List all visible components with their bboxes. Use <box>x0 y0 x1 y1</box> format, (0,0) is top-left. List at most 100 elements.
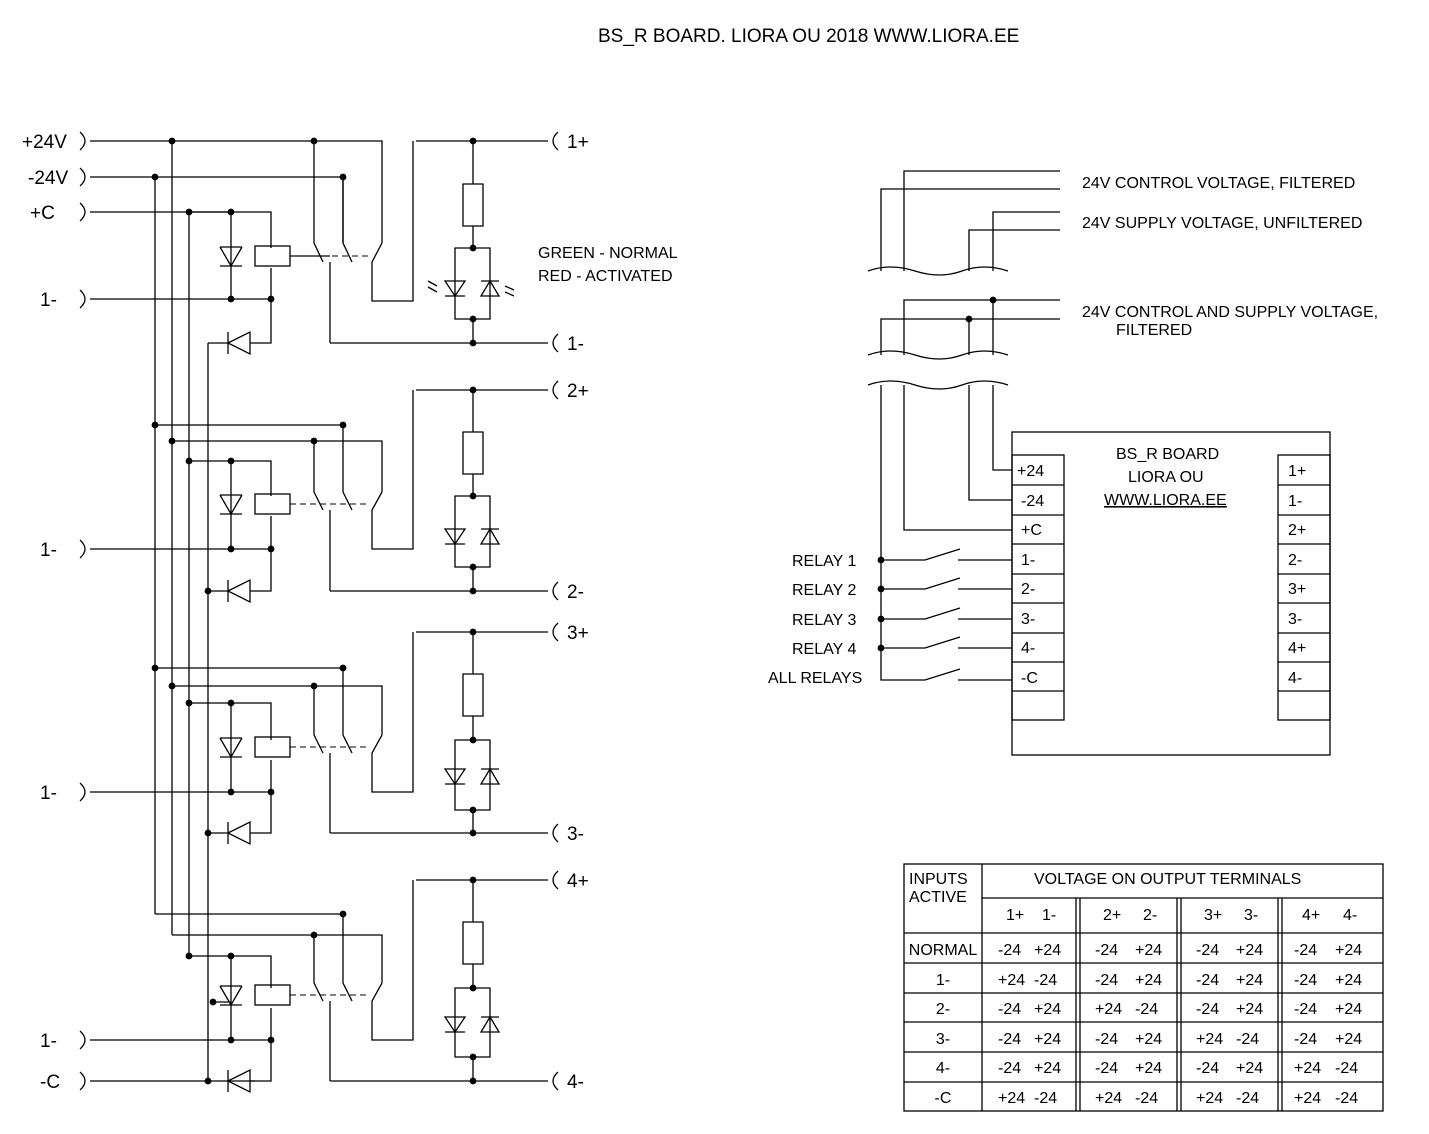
table-cell: +24 <box>1294 1090 1321 1107</box>
output-label-1-minus: 1- <box>567 334 584 355</box>
left-terminal: 2- <box>1021 581 1035 598</box>
table-cell: +24 <box>1196 1090 1223 1107</box>
table-cell: -24 <box>1196 942 1219 959</box>
table-cell: +24 <box>1335 1031 1362 1048</box>
table-cell: +24 <box>1135 972 1162 989</box>
table-cell: -24 <box>1135 1001 1158 1018</box>
right-terminal: 3- <box>1288 611 1302 628</box>
note-combined-1: 24V CONTROL AND SUPPLY VOLTAGE, <box>1082 304 1378 321</box>
table-subheader: 3+ <box>1204 907 1222 924</box>
relay-label: RELAY 3 <box>792 612 856 629</box>
table-subheader: 1- <box>1042 907 1056 924</box>
table-cell: -24 <box>1236 1031 1259 1048</box>
table-row-input: -C <box>935 1090 952 1107</box>
right-terminal: 1- <box>1288 493 1302 510</box>
table-row-input: 4- <box>936 1060 950 1077</box>
table-cell: -24 <box>1294 1001 1317 1018</box>
table-cell: -24 <box>1196 1001 1219 1018</box>
output-label-2-plus: 2+ <box>567 381 589 402</box>
input-label-relay2: 1- <box>40 540 57 561</box>
led-legend-green: GREEN - NORMAL <box>538 245 678 262</box>
input-label-relay1: 1- <box>40 290 57 311</box>
table-cell: -24 <box>998 1031 1021 1048</box>
relay-channel-3 <box>155 632 501 846</box>
table-cell: +24 <box>1236 1001 1263 1018</box>
board-connection: BS_R BOARD LIORA OU WWW.LIORA.EE +24 -24… <box>768 385 1331 756</box>
table-cell: +24 <box>1236 942 1263 959</box>
table-cell: +24 <box>1335 1001 1362 1018</box>
table-cell: +24 <box>1034 1060 1061 1077</box>
diagram-title: BS_R BOARD. LIORA OU 2018 WWW.LIORA.EE <box>598 26 1019 47</box>
table-cell: +24 <box>1294 1060 1321 1077</box>
note-combined-2: FILTERED <box>1116 322 1192 339</box>
table-row-input: NORMAL <box>909 942 978 959</box>
output-label-4-minus: 4- <box>567 1072 584 1093</box>
table-cell: +24 <box>1236 972 1263 989</box>
input-label-plus-c: +C <box>30 203 55 224</box>
table-col-inputs: INPUTS <box>909 871 968 888</box>
left-terminal: -24 <box>1021 493 1044 510</box>
input-label-relay3: 1- <box>40 783 57 804</box>
table-cell: -24 <box>1294 942 1317 959</box>
table-cell: +24 <box>1095 1001 1122 1018</box>
right-terminal: 1+ <box>1288 463 1306 480</box>
table-subheader: 1+ <box>1006 907 1024 924</box>
wiring-notes: 24V CONTROL VOLTAGE, FILTERED 24V SUPPLY… <box>867 170 1378 390</box>
table-cell: -24 <box>1335 1090 1358 1107</box>
table-cell: -24 <box>1095 942 1118 959</box>
table-cell: -24 <box>998 1060 1021 1077</box>
note-filtered: 24V CONTROL VOLTAGE, FILTERED <box>1082 175 1355 192</box>
table-cell: +24 <box>1135 1031 1162 1048</box>
table-cell: -24 <box>1034 1090 1057 1107</box>
left-terminal: 1- <box>1021 552 1035 569</box>
table-cell: -24 <box>1095 972 1118 989</box>
output-label-3-minus: 3- <box>567 824 584 845</box>
table-cell: -24 <box>1135 1090 1158 1107</box>
relay-circuit: +24V -24V +C 1- 1- 1- 1- -C <box>22 131 678 1094</box>
table-cell: +24 <box>1135 1060 1162 1077</box>
table-cell: -24 <box>1095 1060 1118 1077</box>
table-cell: -24 <box>1294 1031 1317 1048</box>
led-legend-red: RED - ACTIVATED <box>538 268 673 285</box>
table-cell: +24 <box>1335 942 1362 959</box>
table-cell: -24 <box>1095 1031 1118 1048</box>
table-cell: -24 <box>998 942 1021 959</box>
relay-channel-4 <box>155 880 501 1094</box>
table-cell: -24 <box>1335 1060 1358 1077</box>
table-cell: +24 <box>998 972 1025 989</box>
output-label-3-plus: 3+ <box>567 623 589 644</box>
relay-label: RELAY 4 <box>792 641 856 658</box>
table-cell: +24 <box>1196 1031 1223 1048</box>
table-cell: +24 <box>1034 1031 1061 1048</box>
board-name: BS_R BOARD <box>1116 446 1219 463</box>
left-terminal: +24 <box>1017 463 1044 480</box>
table-cell: -24 <box>1034 972 1057 989</box>
table-subheader: 3- <box>1244 907 1258 924</box>
right-terminal: 2- <box>1288 552 1302 569</box>
input-label-minus24: -24V <box>28 168 68 189</box>
table-cell: +24 <box>1335 972 1362 989</box>
left-terminal: 3- <box>1021 611 1035 628</box>
relay-label: RELAY 2 <box>792 582 856 599</box>
relay-label: RELAY 1 <box>792 553 856 570</box>
table-cell: -24 <box>1294 972 1317 989</box>
input-label-plus24: +24V <box>22 132 67 153</box>
right-terminal: 3+ <box>1288 581 1306 598</box>
table-cell: +24 <box>1034 942 1061 959</box>
table-cell: +24 <box>1095 1090 1122 1107</box>
table-cell: -24 <box>1236 1090 1259 1107</box>
relay-channel-2 <box>155 390 501 604</box>
output-label-1-plus: 1+ <box>567 132 589 153</box>
table-cell: +24 <box>1236 1060 1263 1077</box>
input-label-relay4: 1- <box>40 1031 57 1052</box>
table-cell: +24 <box>1034 1001 1061 1018</box>
input-label-minus-c: -C <box>40 1072 60 1093</box>
relay-channel-1 <box>189 141 515 356</box>
table-cell: +24 <box>1135 942 1162 959</box>
board-url: WWW.LIORA.EE <box>1104 492 1227 509</box>
left-terminal: 4- <box>1021 640 1035 657</box>
right-terminal: 2+ <box>1288 522 1306 539</box>
table-subheader: 4+ <box>1302 907 1320 924</box>
table-cell: -24 <box>1196 972 1219 989</box>
